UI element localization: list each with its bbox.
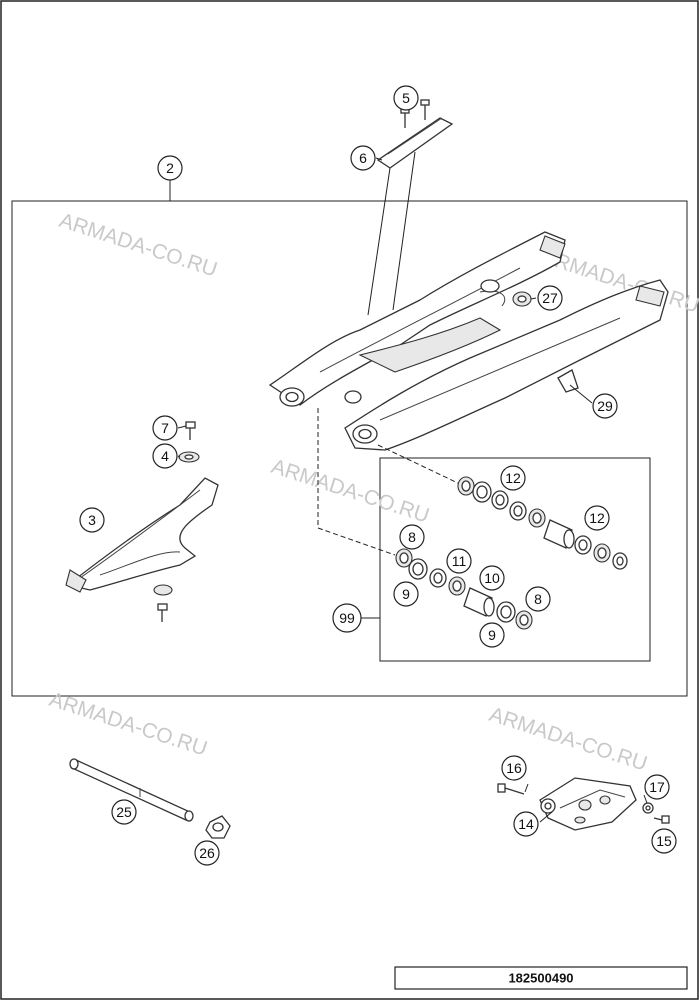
callout-9: 9 <box>479 622 505 648</box>
leader <box>539 811 553 823</box>
callout-7: 7 <box>152 415 178 441</box>
slider-lower-fastener <box>153 584 173 622</box>
assembly-frame <box>11 200 688 697</box>
callout-99: 99 <box>332 603 362 633</box>
callout-11: 11 <box>446 548 472 574</box>
reference-number: 182500490 <box>508 971 573 986</box>
callout-29: 29 <box>592 393 618 419</box>
bearing-parts <box>395 476 628 630</box>
bolt-16 <box>497 783 525 795</box>
svg-text:4: 4 <box>161 448 169 464</box>
washer-17 <box>642 802 654 814</box>
svg-text:15: 15 <box>656 833 672 849</box>
callout-12: 12 <box>500 465 526 491</box>
assembly-line <box>317 408 396 556</box>
callout-8: 8 <box>399 524 425 550</box>
assembly-line <box>377 444 463 486</box>
plug-27 <box>512 291 532 307</box>
svg-text:3: 3 <box>88 512 96 528</box>
svg-text:7: 7 <box>161 420 169 436</box>
svg-text:27: 27 <box>542 290 558 306</box>
chain-slider-3 <box>65 477 219 593</box>
leader <box>177 425 187 429</box>
callout-12: 12 <box>584 505 610 531</box>
svg-text:5: 5 <box>402 90 410 106</box>
watermark: ARMADA-CO.RU <box>46 688 210 761</box>
swingarm <box>268 231 669 451</box>
svg-text:6: 6 <box>359 150 367 166</box>
svg-text:8: 8 <box>408 529 416 545</box>
pivot-axle-25 <box>69 758 194 822</box>
screw-7 <box>185 421 196 440</box>
svg-text:8: 8 <box>534 591 542 607</box>
chain-guide-14 <box>539 777 637 831</box>
leader <box>375 157 383 161</box>
leader <box>643 794 648 804</box>
watermark: ARMADA-CO.RU <box>56 209 220 282</box>
screw-15 <box>653 815 670 824</box>
leader <box>524 783 529 793</box>
callout-4: 4 <box>152 443 178 469</box>
washer-4 <box>178 451 200 463</box>
svg-text:9: 9 <box>402 586 410 602</box>
callout-27: 27 <box>537 285 563 311</box>
svg-text:11: 11 <box>452 553 467 569</box>
svg-text:16: 16 <box>506 760 522 776</box>
callout-17: 17 <box>644 774 670 800</box>
callout-3: 3 <box>79 507 105 533</box>
callout-8: 8 <box>525 586 551 612</box>
svg-text:2: 2 <box>166 160 174 176</box>
callout-26: 26 <box>194 840 220 866</box>
watermark: ARMADA-CO.RU <box>268 455 432 528</box>
svg-text:10: 10 <box>484 570 500 586</box>
svg-text:12: 12 <box>505 470 521 486</box>
svg-text:17: 17 <box>649 779 665 795</box>
callout-14: 14 <box>513 811 539 837</box>
callout-5: 5 <box>393 85 419 111</box>
callout-15: 15 <box>651 828 677 854</box>
svg-text:99: 99 <box>339 610 355 626</box>
callout-9: 9 <box>393 581 419 607</box>
leader <box>530 297 537 300</box>
callout-2: 2 <box>157 155 183 181</box>
svg-text:14: 14 <box>518 816 534 832</box>
chain-slider-6 <box>367 117 454 316</box>
callout-10: 10 <box>479 565 505 591</box>
svg-text:25: 25 <box>116 804 132 820</box>
callout-16: 16 <box>501 755 527 781</box>
callout-25: 25 <box>111 799 137 825</box>
svg-text:12: 12 <box>589 510 605 526</box>
reference-number-box: 182500490 <box>394 966 688 990</box>
callout-6: 6 <box>350 145 376 171</box>
svg-text:9: 9 <box>488 627 496 643</box>
bearing-kit-frame <box>379 457 651 662</box>
leader <box>177 455 181 458</box>
leader <box>569 384 593 404</box>
nut-26 <box>205 815 231 839</box>
svg-text:26: 26 <box>199 845 215 861</box>
svg-text:29: 29 <box>597 398 613 414</box>
